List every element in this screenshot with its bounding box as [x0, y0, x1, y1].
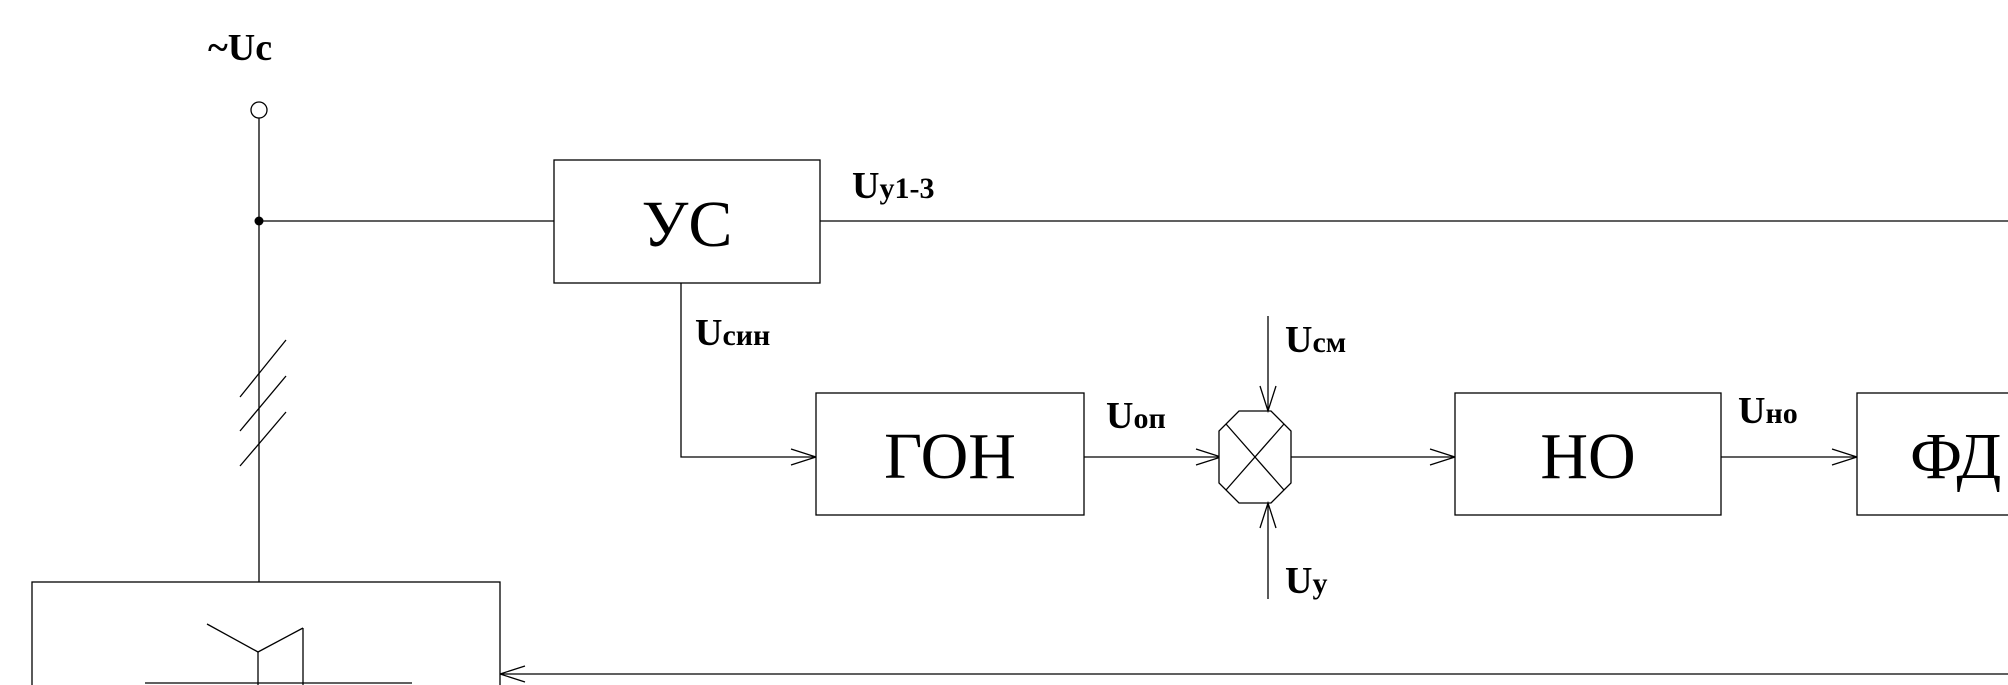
uno-label: Uно — [1738, 390, 1798, 432]
converter-block — [31, 581, 501, 685]
us-block-label: УС — [642, 188, 733, 261]
usm-label: Uсм — [1285, 319, 1346, 361]
uop-label: Uоп — [1106, 395, 1166, 437]
us-block — [553, 159, 821, 284]
uy-label: Uy — [1285, 560, 1327, 602]
usin-label: Uсин — [695, 312, 770, 354]
supply-terminal — [250, 101, 268, 119]
summing-junction — [1218, 410, 1292, 504]
three-phase-marker — [239, 339, 287, 467]
no-block — [1454, 392, 1722, 516]
arrow-uy — [1259, 500, 1277, 529]
no-block-label: НО — [1540, 420, 1635, 493]
gon-block-label: ГОН — [884, 420, 1016, 493]
usin-line — [680, 283, 816, 458]
thyristor-symbol — [145, 623, 412, 685]
supply-voltage-label: ~Uc — [208, 27, 272, 69]
gon-block — [815, 392, 1085, 516]
arrow-usm — [1259, 385, 1277, 414]
fd-block — [1856, 392, 2008, 516]
uy13-label: Uy1-3 — [852, 165, 934, 207]
fd-block-label: ФД — [1910, 420, 2001, 493]
